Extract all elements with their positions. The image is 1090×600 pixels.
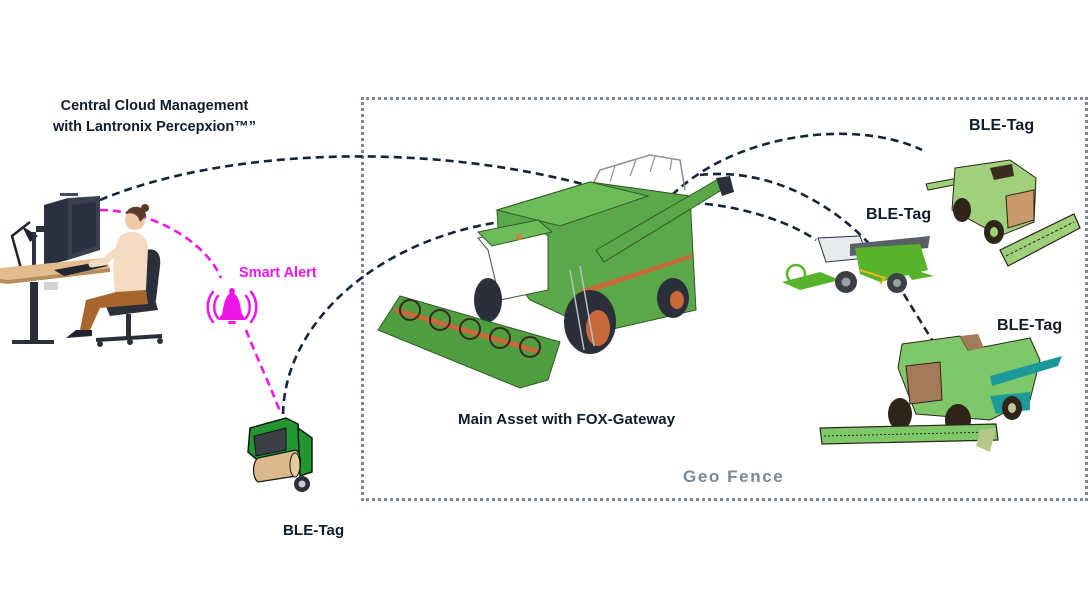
desk-icon (0, 258, 110, 344)
link-cloud-to-main-asset (99, 155, 591, 202)
geo-fence-label: Geo Fence (683, 467, 785, 486)
main-asset-label: Main Asset with FOX-Gateway (458, 411, 676, 428)
cloud-management-title: Central Cloud Management with Lantronix … (52, 96, 257, 138)
ble-tag-label-baler: BLE-Tag (283, 522, 345, 539)
title-line-1: Central Cloud Management (60, 98, 249, 114)
link-baler-to-main-asset (281, 220, 501, 415)
ble-tag-label-bottom-right-harvester: BLE-Tag (997, 317, 1063, 334)
smart-alert-label: Smart Alert (239, 265, 317, 281)
ble-tag-label-top-right-harvester: BLE-Tag (969, 117, 1035, 134)
link-main-asset-to-top-right-harvester (671, 132, 923, 196)
geo-fence-boundary (361, 97, 1088, 501)
title-line-2: with Lantronix Percepxion™” (52, 119, 257, 135)
link-cloud-to-smart-alert (99, 208, 223, 279)
link-middle-to-bottom-right-harvester (895, 282, 934, 341)
monitor-icon (32, 193, 100, 266)
link-smart-alert-to-baler (244, 329, 283, 415)
link-main-asset-to-middle-harvester (691, 201, 817, 242)
operator-person-icon (66, 204, 149, 338)
ble-tag-label-middle-harvester: BLE-Tag (866, 206, 932, 223)
